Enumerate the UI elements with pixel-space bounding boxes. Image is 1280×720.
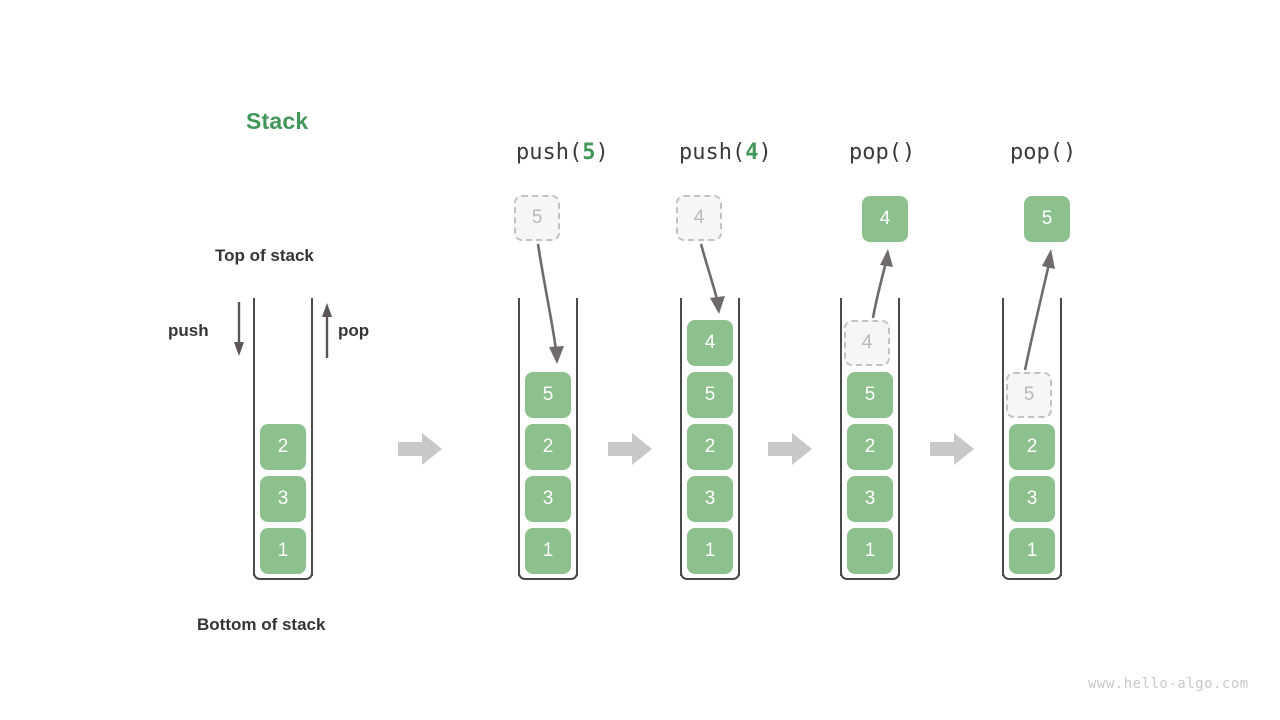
op-name: pop( [1010,140,1063,165]
stack-bottom [680,556,740,580]
stack-cell: 3 [525,476,571,522]
stack-cell: 1 [525,528,571,574]
stack-container [1002,298,1062,581]
push-motion-arrow-icon [536,243,564,364]
stack-cell-ghost: 4 [844,320,890,366]
op-name: push( [679,140,746,165]
push-motion-arrow-icon [699,243,725,314]
stack-cell: 2 [1009,424,1055,470]
op-arg: 5 [582,140,596,165]
op-close: ) [595,140,609,165]
stack-cell: 2 [847,424,893,470]
op-close: ) [901,140,916,165]
incoming-element: 4 [676,195,722,241]
stack-cell: 3 [260,476,306,522]
stack-cell: 2 [260,424,306,470]
stack-wall-right [311,298,313,576]
pop-arrow-icon [322,303,332,358]
operation-header-push-4: push(4) [679,140,772,165]
top-of-stack-label: Top of stack [215,246,314,265]
transition-arrow-icon [930,433,974,465]
stack-wall-left [253,298,255,576]
transition-arrow-icon [608,433,652,465]
stack-column-pop-2: 5 5 2 3 1 [1002,0,1172,720]
stack-wall-right [576,298,578,576]
stack-cell: 3 [687,476,733,522]
stack-wall-right [1060,298,1062,576]
stack-column-push-4: 4 4 5 2 3 1 [676,0,850,720]
stack-cell: 2 [687,424,733,470]
op-arg: 4 [745,140,759,165]
push-arrow-icon [234,302,244,356]
operation-header-pop-2: pop() [1010,140,1076,165]
stack-container [680,298,740,581]
transition-arrow-icon [398,433,442,465]
popped-element: 4 [862,196,908,242]
popped-element: 5 [1024,196,1070,242]
stack-cell: 4 [687,320,733,366]
operation-header-pop-1: pop() [849,140,915,165]
pop-motion-arrow-icon [1023,249,1055,371]
bottom-of-stack-label: Bottom of stack [197,615,326,634]
stack-column-pop-1: 4 4 5 2 3 1 [840,0,1010,720]
stack-wall-right [738,298,740,576]
stack-bottom [1002,556,1062,580]
stack-bottom [840,556,900,580]
stack-cell: 1 [687,528,733,574]
op-name: pop( [849,140,902,165]
stack-wall-left [680,298,682,576]
stack-wall-right [898,298,900,576]
stack-wall-left [1002,298,1004,576]
stack-cell: 1 [260,528,306,574]
stack-cell-ghost: 5 [1006,372,1052,418]
stack-container [253,298,313,581]
pop-motion-arrow-icon [871,249,893,319]
pop-label: pop [338,321,370,340]
op-name: push( [516,140,583,165]
op-close: ) [1062,140,1077,165]
page-title: Stack [246,108,309,134]
stack-cell: 5 [687,372,733,418]
stack-cell: 1 [847,528,893,574]
transition-arrow-icon [768,433,812,465]
stack-wall-left [518,298,520,576]
stack-cell: 1 [1009,528,1055,574]
stack-cell: 5 [525,372,571,418]
stack-container [518,298,578,581]
push-label: push [168,321,209,340]
stack-cell: 5 [847,372,893,418]
watermark: www.hello-algo.com [1088,676,1249,692]
stack-bottom [518,556,578,580]
stack-container [840,298,900,581]
op-close: ) [758,140,772,165]
stack-column-push-5: 5 5 2 3 1 [514,0,688,720]
stack-cell: 2 [525,424,571,470]
operation-header-push-5: push(5) [516,140,609,165]
incoming-element: 5 [514,195,560,241]
stack-bottom [253,556,313,580]
stack-cell: 3 [1009,476,1055,522]
stack-wall-left [840,298,842,576]
stack-cell: 3 [847,476,893,522]
stack-column-initial: 2 3 1 [253,0,423,720]
